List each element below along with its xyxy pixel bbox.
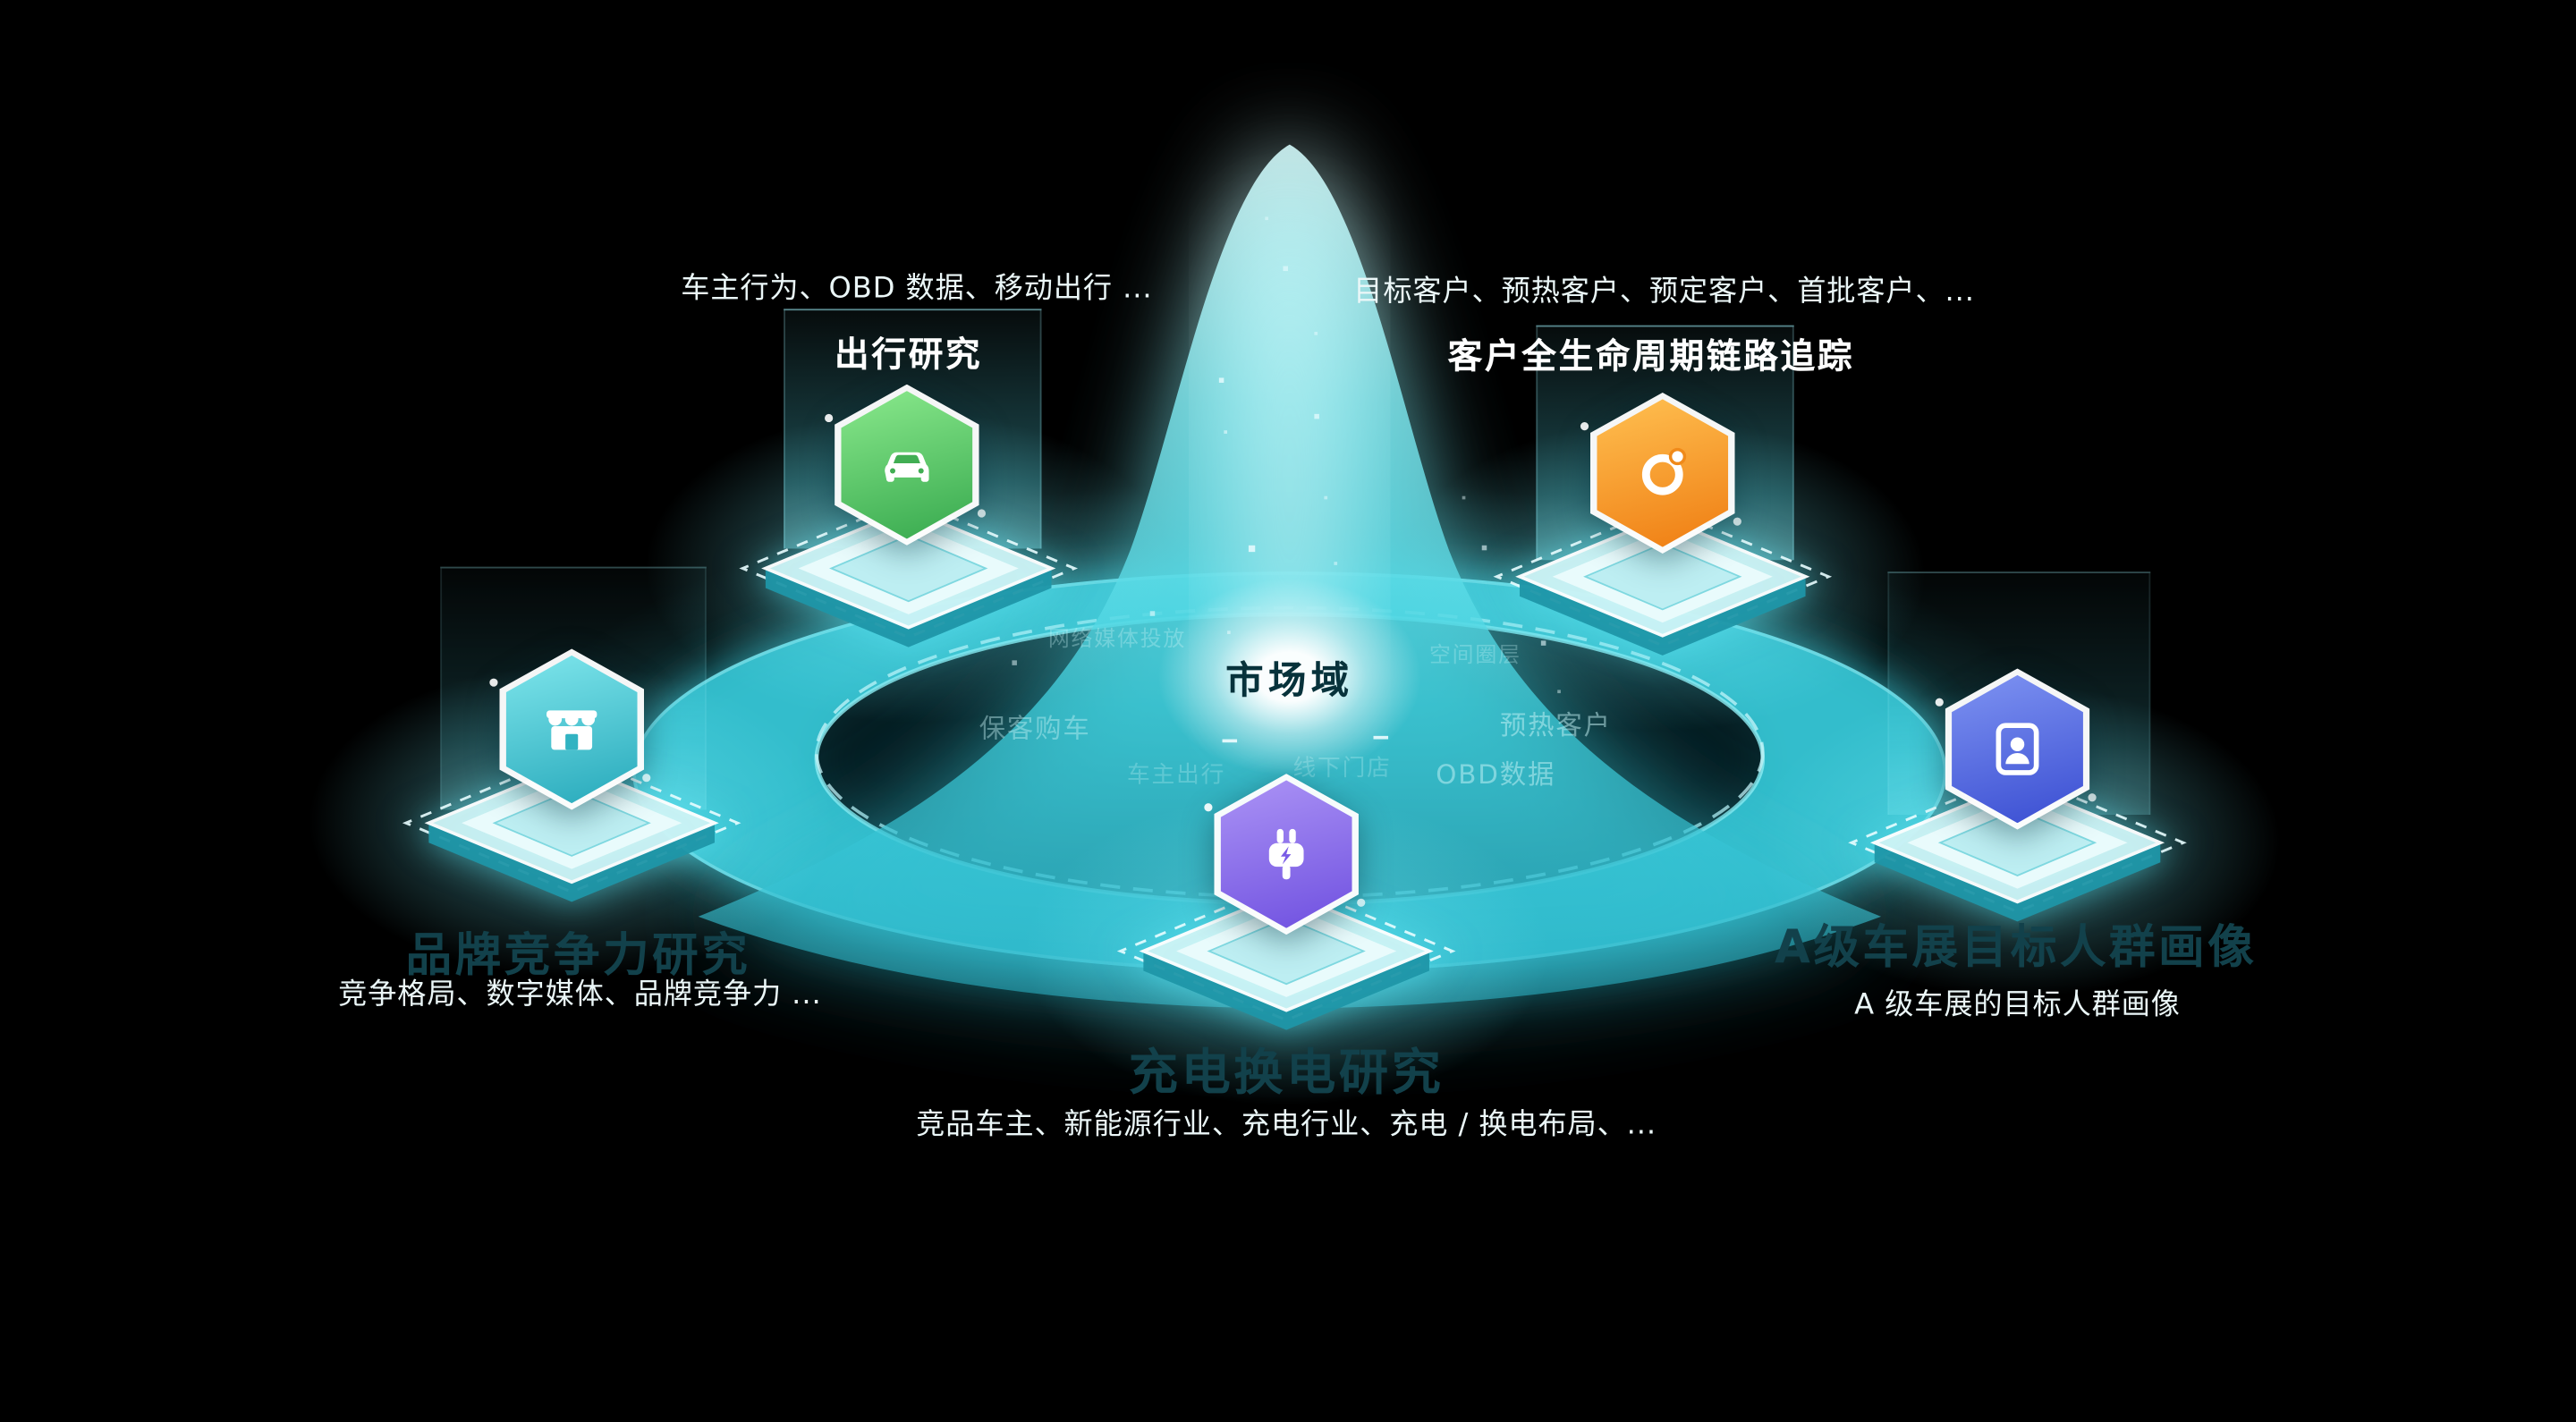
platform xyxy=(736,493,1081,657)
sparkle-particle xyxy=(1012,660,1017,665)
competition-desc: 竞争格局、数字媒体、品牌竞争力 ... xyxy=(338,978,822,1012)
lifecycle-node-icon xyxy=(1589,392,1735,554)
sparkle-particle xyxy=(1540,640,1546,646)
hexagon-fill xyxy=(1952,674,2083,824)
sparkle-particle xyxy=(1248,545,1256,553)
hexagon-fill xyxy=(505,655,638,804)
platform-graphic xyxy=(1493,505,1833,656)
sparkle-particle xyxy=(1462,495,1466,500)
travel-desc: 车主行为、OBD 数据、移动出行 ... xyxy=(681,272,1153,306)
decor-dot xyxy=(1204,803,1213,812)
lifecycle-desc: 目标客户、预热客户、预定客户、首批客户、... xyxy=(1353,275,1975,309)
hexagon-fill xyxy=(1597,399,1729,547)
decor-dot xyxy=(489,678,498,687)
decor-dot xyxy=(1580,422,1589,431)
decor-dot xyxy=(1733,517,1741,526)
audience-desc: A 级车展的目标人群画像 xyxy=(1854,988,2181,1022)
platform xyxy=(399,748,744,912)
charging-node-icon xyxy=(1214,774,1359,935)
competition-title: 品牌竞争力研究 xyxy=(405,927,751,983)
sparkle-particle xyxy=(1283,266,1288,272)
sparkle-particle xyxy=(1265,216,1268,221)
platform-graphic xyxy=(1116,880,1456,1030)
orbit-icon xyxy=(1641,447,1687,495)
decor-dot xyxy=(825,413,834,423)
hexagon-frame xyxy=(1214,774,1359,935)
platform-graphic xyxy=(739,497,1079,648)
sparkle-particle xyxy=(1218,377,1224,383)
hexagon-frame xyxy=(499,648,644,810)
hexagon-frame xyxy=(835,384,979,546)
platform-graphic xyxy=(402,752,741,902)
lifecycle-title: 客户全生命周期链路追踪 xyxy=(1447,336,1855,377)
hexagon-frame xyxy=(1945,668,2090,830)
decor-dot xyxy=(2088,793,2097,802)
car-icon xyxy=(885,452,929,482)
platform xyxy=(1114,876,1459,1040)
charging-title: 充电换电研究 xyxy=(1128,1045,1445,1103)
sparkle-particle xyxy=(1334,562,1338,565)
travel-title: 出行研究 xyxy=(835,334,983,375)
decor-dot xyxy=(1935,698,1944,707)
person-icon xyxy=(1996,723,2039,775)
hexagon-fill xyxy=(841,391,973,539)
ring-text: OBD数据 xyxy=(1436,758,1556,791)
market-domain-core: 市场域 xyxy=(1157,578,1421,775)
platform-graphic xyxy=(1848,772,2187,922)
sparkle-particle xyxy=(1314,413,1319,419)
audience-node-icon xyxy=(1945,668,2090,830)
sparkle-particle xyxy=(1224,430,1228,434)
decor-dot xyxy=(977,509,987,518)
ring-text: 预热客户 xyxy=(1499,709,1612,741)
hexagon-frame xyxy=(1589,392,1735,554)
competition-node-icon xyxy=(499,648,644,810)
store-icon xyxy=(547,710,597,750)
audience-title: A级车展目标人群画像 xyxy=(1774,919,2258,975)
plug-icon xyxy=(1268,828,1304,880)
sparkle-particle xyxy=(1481,545,1487,551)
platform xyxy=(1845,767,2190,932)
ring-text: 保客购车 xyxy=(979,713,1091,745)
decor-dot xyxy=(642,774,651,783)
market-domain-label: 市场域 xyxy=(1225,660,1354,704)
travel-node-icon xyxy=(835,384,979,546)
sparkle-particle xyxy=(1324,495,1328,500)
ring-text: 空间圈层 xyxy=(1428,643,1521,669)
charging-desc: 竞品车主、新能源行业、充电行业、充电 / 换电布局、... xyxy=(916,1108,1657,1142)
decor-dot xyxy=(1357,898,1366,907)
sparkle-particle xyxy=(1149,611,1156,616)
sparkle-particle xyxy=(1314,332,1318,335)
platform xyxy=(1490,501,1835,665)
sparkle-particle xyxy=(1557,690,1561,694)
hexagon-fill xyxy=(1220,780,1352,928)
